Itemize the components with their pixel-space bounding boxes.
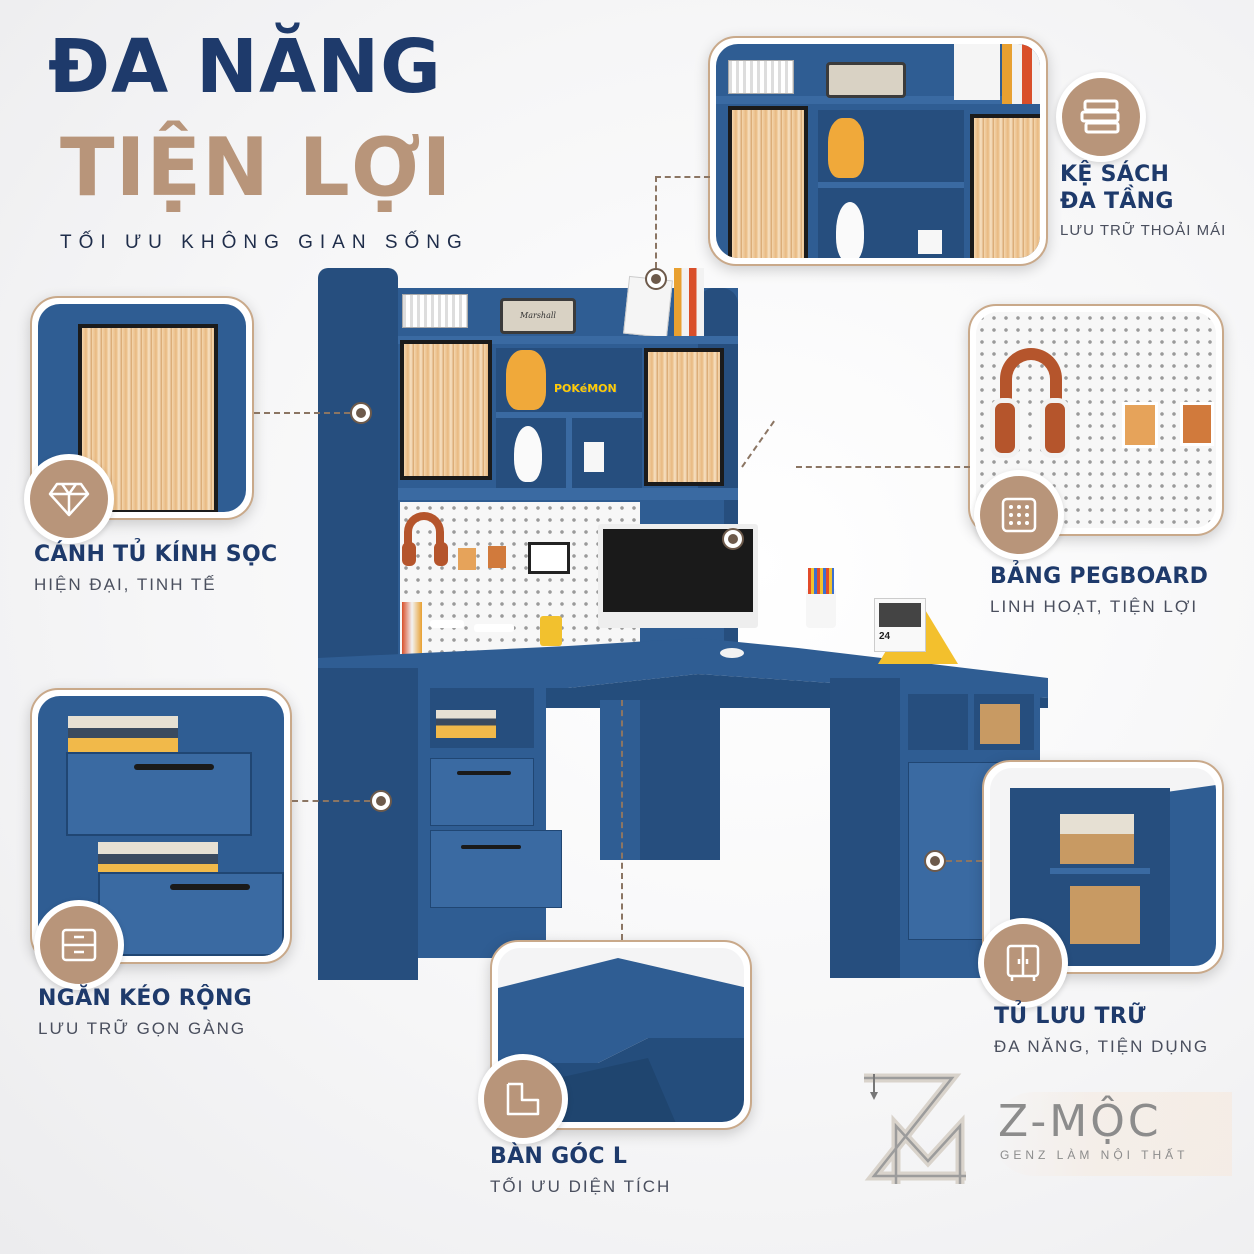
pegboard-title: BẢNG PEGBOARD [990, 564, 1209, 589]
l-desk-title: BÀN GÓC L [490, 1144, 628, 1169]
drawers-title: NGĂN KÉO RỘNG [38, 986, 253, 1011]
desk-illustration: Marshall POKéMON [318, 268, 1048, 988]
calendar-day: 24 [879, 631, 891, 642]
drawers-photo-frame [30, 688, 292, 964]
drawer-icon [34, 900, 124, 990]
headline-line-1: ĐA NĂNG [48, 24, 442, 110]
pegboard-subtitle: LINH HOẠT, TIỆN LỢI [990, 597, 1199, 616]
cabinet-subtitle: ĐA NĂNG, TIỆN DỤNG [994, 1037, 1210, 1056]
headline-line-2: TIỆN LỢI [60, 121, 453, 214]
glass-door-title: CÁNH TỦ KÍNH SỌC [34, 542, 278, 567]
glass-door-dot [350, 402, 372, 424]
bookshelf-title-line-2: ĐA TẦNG [1060, 189, 1174, 214]
bookshelf-dot [645, 268, 667, 290]
brand-logo: Z-MỘC GENZ LÀM NỘI THẤT [856, 1066, 1236, 1206]
bookshelf-subtitle: LƯU TRỮ THOẢI MÁI [1060, 222, 1227, 239]
drawers-dot [370, 790, 392, 812]
glass-door-subtitle: HIỆN ĐẠI, TINH TẾ [34, 575, 217, 594]
figure-brand: POKéMON [554, 382, 617, 395]
l-desk-subtitle: TỐI ƯU DIỆN TÍCH [490, 1177, 672, 1196]
brand-slogan: GENZ LÀM NỘI THẤT [1000, 1148, 1189, 1162]
cabinet-title: TỦ LƯU TRỮ [994, 1004, 1146, 1029]
pegboard-icon [974, 470, 1064, 560]
tagline: TỐI ƯU KHÔNG GIAN SỐNG [60, 232, 469, 253]
cabinet-icon [978, 918, 1068, 1008]
bookshelf-photo-frame [708, 36, 1048, 266]
speaker-brand: Marshall [520, 311, 556, 320]
bookshelf-title-line-1: KỆ SÁCH [1060, 162, 1170, 187]
brand-name: Z-MỘC [998, 1096, 1162, 1147]
cabinet-dot [924, 850, 946, 872]
drawers-subtitle: LƯU TRỮ GỌN GÀNG [38, 1019, 247, 1038]
diamond-icon [24, 454, 114, 544]
pegboard-dot [722, 528, 744, 550]
books-icon [1056, 72, 1146, 162]
corner-icon [478, 1054, 568, 1144]
zm-monogram-icon [864, 1073, 966, 1184]
pegboard-photo-frame [968, 304, 1224, 536]
